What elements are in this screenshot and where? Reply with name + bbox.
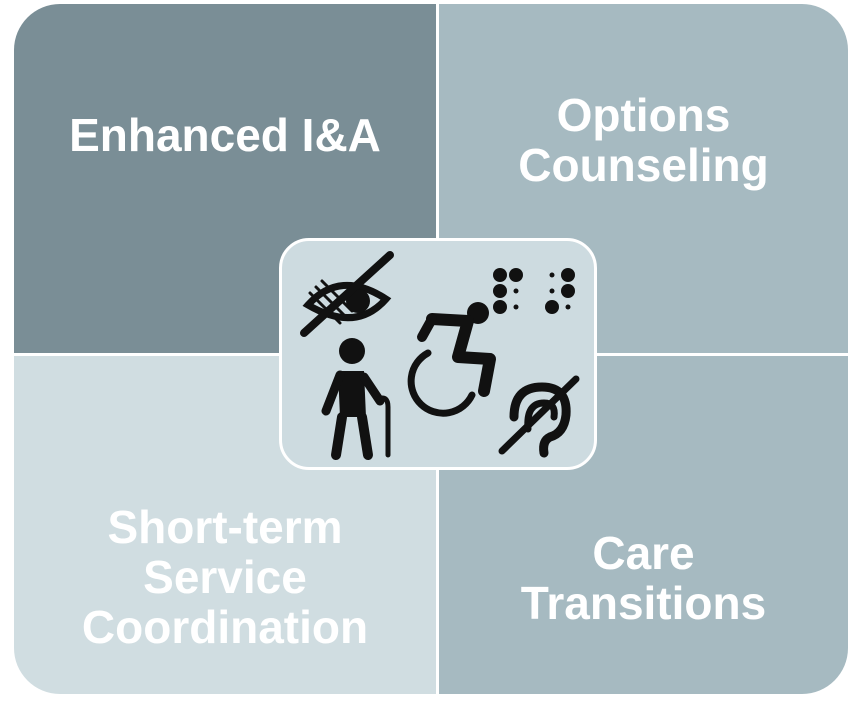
hearing-loss-icon [498, 375, 580, 458]
quadrant-label: Enhanced I&A [69, 109, 381, 161]
wheelchair-icon [407, 302, 496, 417]
eye-slash-icon [300, 251, 394, 337]
accessibility-icons-panel [279, 238, 597, 470]
braille-icon [493, 268, 575, 314]
elderly-cane-icon [321, 338, 391, 460]
